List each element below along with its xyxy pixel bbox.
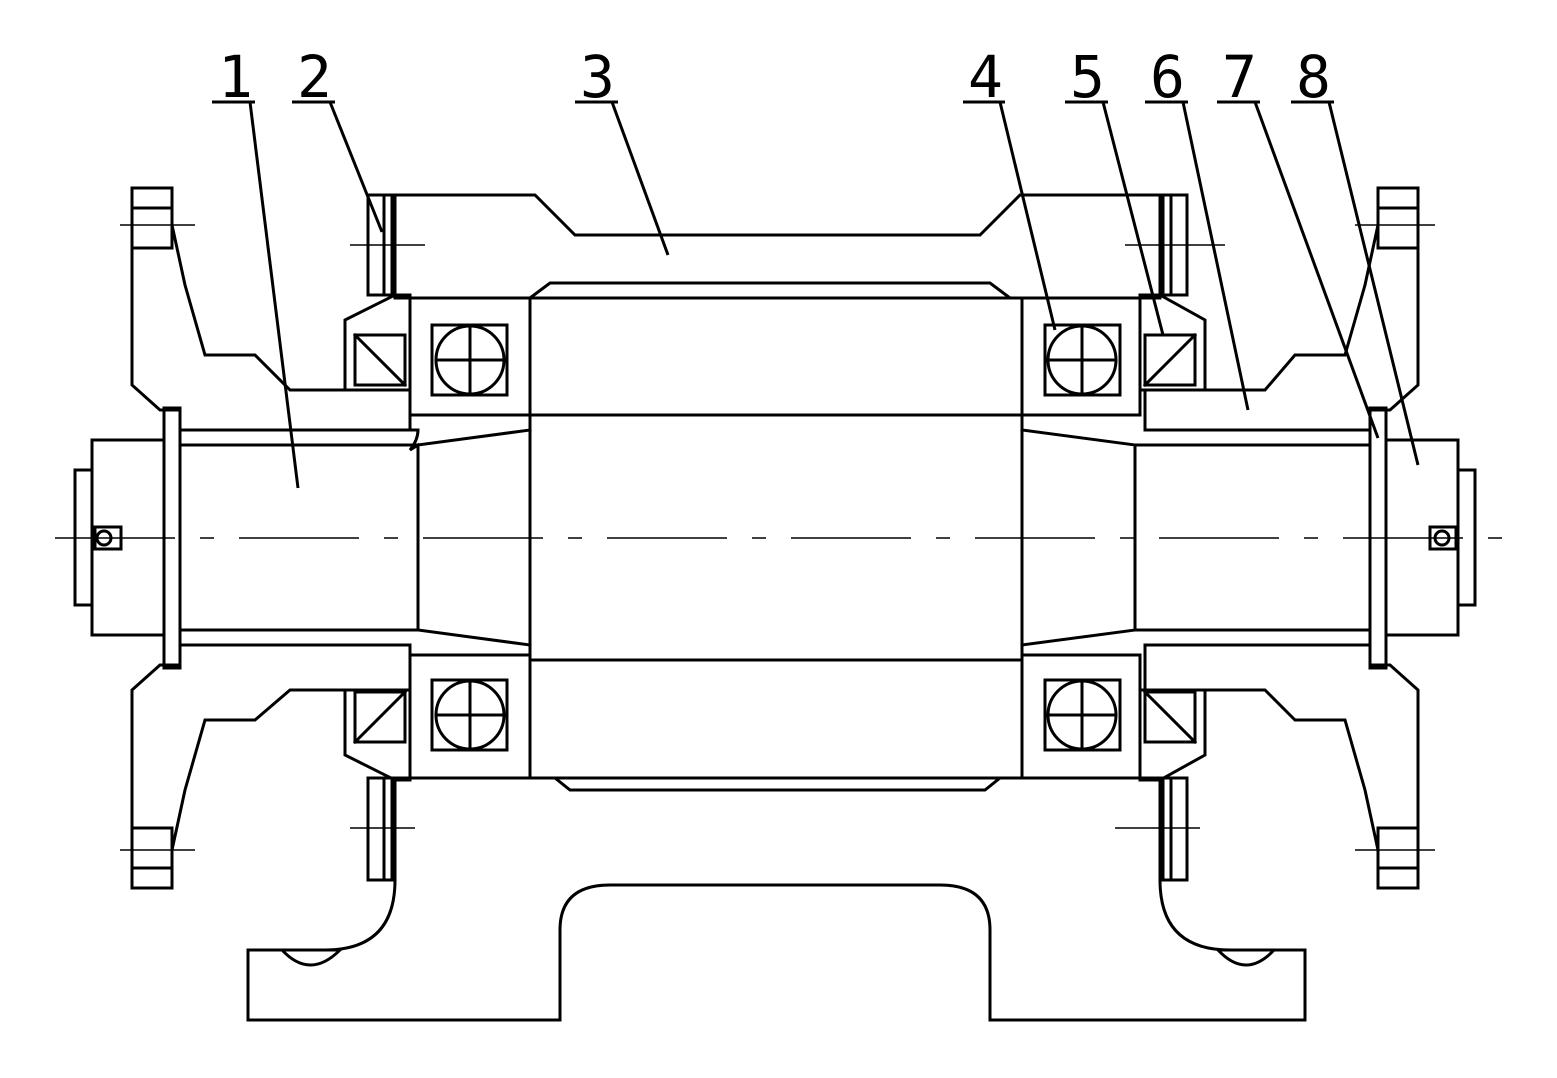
label-3: 3 <box>575 43 670 256</box>
svg-text:6: 6 <box>1150 43 1185 111</box>
svg-text:7: 7 <box>1222 43 1257 111</box>
center-lines <box>55 224 1505 851</box>
svg-text:5: 5 <box>1070 43 1105 111</box>
label-5: 5 <box>1065 43 1165 336</box>
label-1: 1 <box>212 43 300 489</box>
label-4: 4 <box>963 43 1057 331</box>
svg-text:8: 8 <box>1296 43 1331 111</box>
label-6: 6 <box>1145 43 1250 411</box>
label-8: 8 <box>1291 43 1420 466</box>
label-7: 7 <box>1217 43 1380 439</box>
svg-text:3: 3 <box>580 43 615 111</box>
svg-text:4: 4 <box>968 43 1003 111</box>
label-2: 2 <box>292 43 384 233</box>
housing-cover <box>393 193 1162 300</box>
svg-text:2: 2 <box>297 43 332 111</box>
part-labels: 1 2 3 4 5 6 7 <box>212 43 1420 489</box>
housing-base <box>246 776 1307 1022</box>
seal-housings <box>343 293 1207 782</box>
svg-text:1: 1 <box>218 43 253 111</box>
